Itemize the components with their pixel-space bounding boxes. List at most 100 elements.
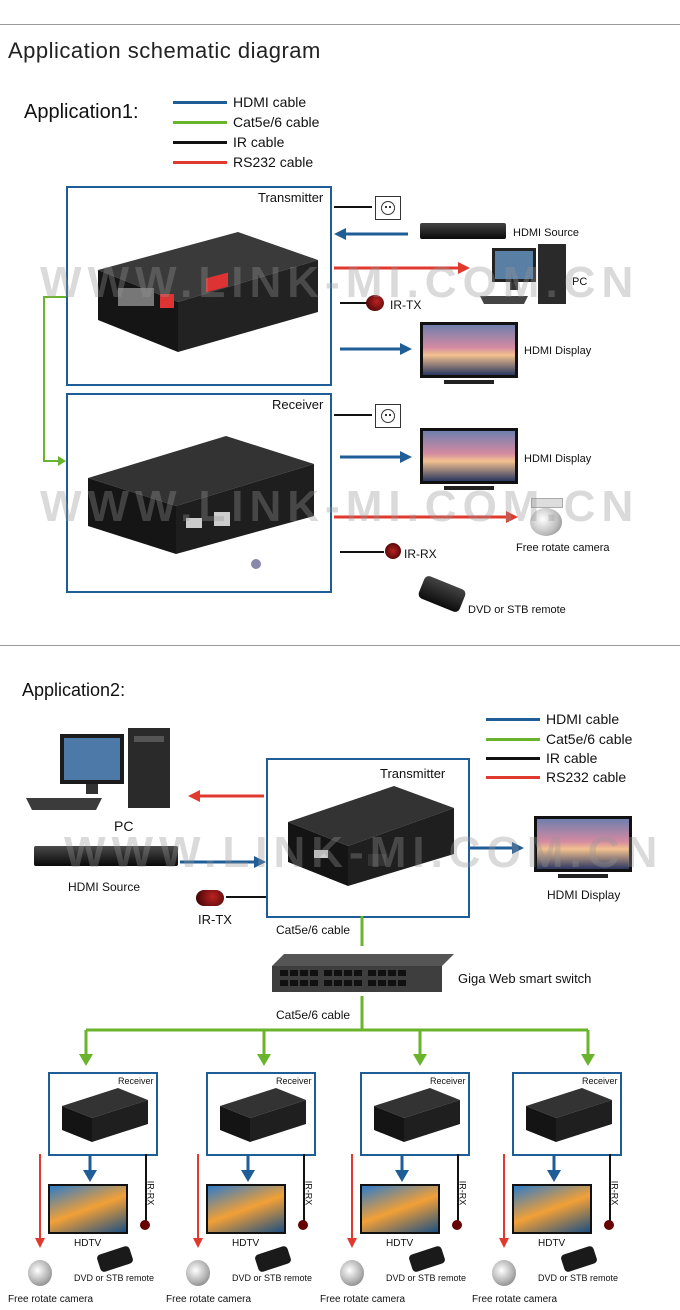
hdtv-icon <box>48 1184 128 1234</box>
camera-icon <box>28 1260 52 1286</box>
legend-item: RS232 cable <box>173 154 313 170</box>
legend-label: Cat5e/6 cable <box>546 731 633 747</box>
hdmi-source-player-icon <box>34 846 178 866</box>
app2-hdmi-source-label: HDMI Source <box>68 880 141 894</box>
remote-icon <box>417 574 467 614</box>
middle-divider <box>0 645 680 646</box>
remote-label: DVD or STB remote <box>232 1273 313 1283</box>
hdmi-display-2-label: HDMI Display <box>524 453 592 465</box>
ir-sensor-icon <box>298 1220 308 1230</box>
power-outlet-icon <box>375 196 401 220</box>
legend-item: Cat5e/6 cable <box>173 114 319 130</box>
remote-icon <box>560 1245 598 1273</box>
app2-heading: Application2: <box>22 680 126 700</box>
hdtv-label: HDTV <box>386 1238 414 1249</box>
ir-rx-label: IR-RX <box>404 547 437 561</box>
legend-item: HDMI cable <box>173 94 306 110</box>
app1-heading: Application1: <box>24 101 139 123</box>
legend-label: HDMI cable <box>233 94 307 110</box>
hdtv-label: HDTV <box>74 1238 102 1249</box>
legend-label: HDMI cable <box>546 711 620 727</box>
camera-label: Free rotate camera <box>516 542 610 554</box>
hdmi-source-player-icon <box>420 223 506 239</box>
legend-item: Cat5e/6 cable <box>486 731 632 747</box>
receiver-device <box>372 1086 462 1144</box>
legend-item: RS232 cable <box>486 769 626 785</box>
app1-transmitter-label: Transmitter <box>258 190 324 205</box>
hdmi-source-label: HDMI Source <box>513 227 580 239</box>
cat-cable-label-1: Cat5e/6 cable <box>276 923 351 937</box>
pc-icon <box>24 726 172 814</box>
legend-label: IR cable <box>233 134 285 150</box>
camera-icon <box>492 1260 516 1286</box>
receiver-label: Receiver <box>582 1076 618 1086</box>
receiver-unit: Receiver IR-RX HDTV DVD or STB remote Fr… <box>320 1072 496 1310</box>
power-outlet-icon <box>375 404 401 428</box>
hdtv-icon <box>360 1184 440 1234</box>
camera-label: Free rotate camera <box>472 1294 558 1305</box>
legend-label: IR cable <box>546 750 598 766</box>
remote-icon <box>96 1245 134 1273</box>
remote-label: DVD or STB remote <box>74 1273 155 1283</box>
receiver-label: Receiver <box>430 1076 466 1086</box>
hdtv-icon <box>512 1184 592 1234</box>
remote-label: DVD or STB remote <box>386 1273 467 1283</box>
camera-icon <box>186 1260 210 1286</box>
ir-tx-label: IR-TX <box>390 298 422 312</box>
remote-label: DVD or STB remote <box>468 604 566 616</box>
app1-transmitter-device <box>88 230 324 356</box>
ir-tx-icon <box>366 295 384 311</box>
legend-label: Cat5e/6 cable <box>233 114 320 130</box>
receiver-device <box>60 1086 150 1144</box>
ir-rx-icon <box>385 543 401 559</box>
hdmi-display-1-label: HDMI Display <box>524 345 592 357</box>
receiver-label: Receiver <box>276 1076 312 1086</box>
ir-sensor-icon <box>604 1220 614 1230</box>
ir-tx-icon <box>196 890 224 906</box>
receiver-device <box>218 1086 308 1144</box>
ir-rx-label: IR-RX <box>457 1180 468 1206</box>
switch-label: Giga Web smart switch <box>458 971 592 986</box>
pc-icon <box>478 242 570 308</box>
app2-hdmi-display-label: HDMI Display <box>547 888 621 902</box>
ir-rx-label: IR-RX <box>145 1180 156 1206</box>
app1-receiver-label: Receiver <box>272 397 324 412</box>
receiver-unit: Receiver IR-RX HDTV DVD or STB remote Fr… <box>8 1072 184 1310</box>
camera-label: Free rotate camera <box>166 1294 252 1305</box>
legend-label: RS232 cable <box>546 769 627 785</box>
receiver-unit: Receiver IR-RX HDTV DVD or STB remote Fr… <box>472 1072 648 1310</box>
watermark: WWW.LINK-MI.COM.CN <box>64 828 664 877</box>
ir-sensor-icon <box>140 1220 150 1230</box>
receiver-unit: Receiver IR-RX HDTV DVD or STB remote Fr… <box>166 1072 342 1310</box>
camera-label: Free rotate camera <box>8 1294 94 1305</box>
receiver-label: Receiver <box>118 1076 154 1086</box>
hdtv-icon <box>206 1184 286 1234</box>
top-divider <box>0 24 680 25</box>
camera-icon <box>528 498 564 538</box>
page-title: Application schematic diagram <box>8 38 321 63</box>
app2-transmitter-label: Transmitter <box>380 766 446 781</box>
remote-label: DVD or STB remote <box>538 1273 619 1283</box>
legend-item: IR cable <box>173 134 284 150</box>
ir-rx-label: IR-RX <box>609 1180 620 1206</box>
watermark: WWW.LINK-MI.COM.CN <box>40 258 640 307</box>
ir-rx-label: IR-RX <box>303 1180 314 1206</box>
app2-pc-label: PC <box>114 818 134 834</box>
camera-label: Free rotate camera <box>320 1294 406 1305</box>
app2-transmitter-device <box>284 782 458 892</box>
legend-item: HDMI cable <box>486 711 619 727</box>
hdmi-display-icon <box>420 428 518 494</box>
remote-icon <box>254 1245 292 1273</box>
watermark: WWW.LINK-MI.COM.CN <box>40 482 640 531</box>
hdmi-display-icon <box>534 816 632 882</box>
app2-ir-tx-label: IR-TX <box>198 912 232 927</box>
hdtv-label: HDTV <box>232 1238 260 1249</box>
pc-label: PC <box>572 276 588 288</box>
ir-sensor-icon <box>452 1220 462 1230</box>
switch-icon <box>268 950 454 994</box>
legend-item: IR cable <box>486 750 597 766</box>
remote-icon <box>408 1245 446 1273</box>
hdtv-label: HDTV <box>538 1238 566 1249</box>
receiver-device <box>524 1086 614 1144</box>
camera-icon <box>340 1260 364 1286</box>
